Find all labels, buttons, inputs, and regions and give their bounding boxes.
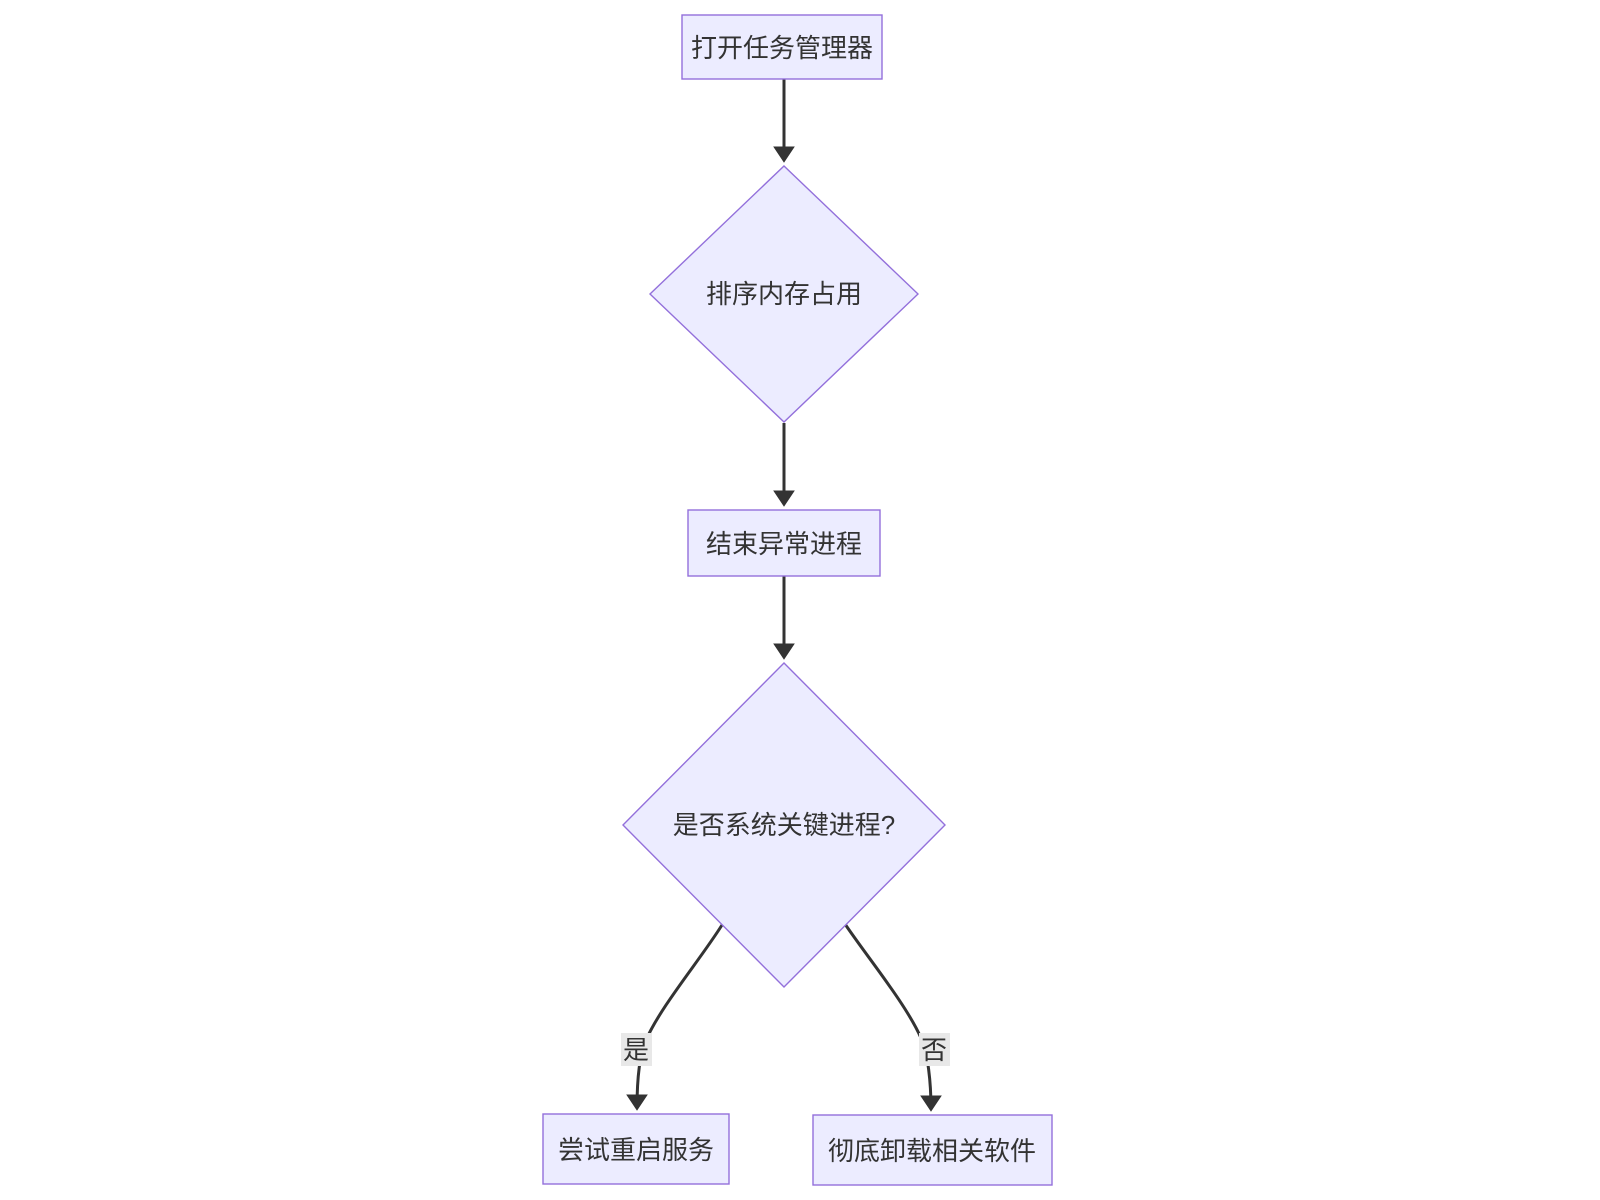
node-label: 尝试重启服务 <box>558 1135 714 1165</box>
node-open-task-manager: 打开任务管理器 <box>681 14 883 80</box>
node-sort-memory-usage: 排序内存占用 <box>648 165 920 423</box>
node-label: 是否系统关键进程? <box>673 810 895 840</box>
node-diamond <box>622 662 946 988</box>
edge-label-text: 是 <box>623 1035 649 1065</box>
edge-label-no: 否 <box>919 1033 950 1066</box>
node-label: 打开任务管理器 <box>691 33 873 63</box>
node-is-critical-process: 是否系统关键进程? <box>622 662 946 988</box>
node-label: 结束异常进程 <box>706 529 862 559</box>
edge-decision-yes <box>626 924 724 1111</box>
edge-line <box>843 923 942 1112</box>
edge-line <box>626 924 724 1111</box>
edge-label-yes: 是 <box>621 1033 652 1066</box>
edge-label-background <box>919 1033 950 1066</box>
edge-label-background <box>621 1033 652 1066</box>
node-rectangle <box>687 509 881 577</box>
node-rectangle <box>542 1113 730 1185</box>
node-end-abnormal-process: 结束异常进程 <box>687 509 881 577</box>
node-diamond <box>648 165 920 423</box>
node-rectangle <box>681 14 883 80</box>
node-label: 排序内存占用 <box>706 279 862 309</box>
node-try-restart-service: 尝试重启服务 <box>542 1113 730 1185</box>
node-rectangle <box>812 1114 1053 1186</box>
edge-label-text: 否 <box>921 1035 947 1065</box>
edge-decision-no <box>843 923 942 1112</box>
node-uninstall-software: 彻底卸载相关软件 <box>812 1114 1053 1186</box>
node-label: 彻底卸载相关软件 <box>828 1136 1036 1166</box>
